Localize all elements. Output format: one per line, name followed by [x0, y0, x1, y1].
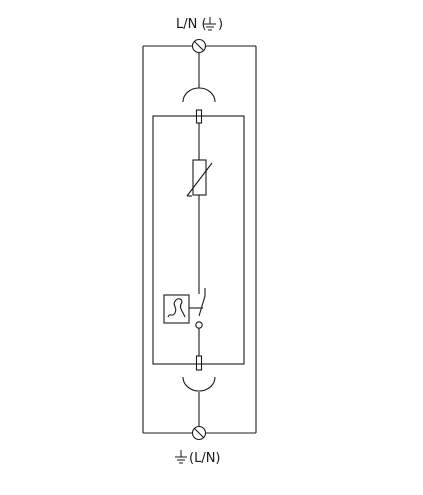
thermal-element-icon [163, 294, 190, 324]
top-label-text: L/N ( [176, 17, 207, 32]
top-ground-icon [204, 17, 216, 31]
inner-module-box [152, 115, 245, 365]
bottom-label-text: (L/N) [189, 451, 221, 466]
bottom-terminal-screw-icon [191, 425, 207, 441]
varistor-icon [186, 159, 213, 197]
thermal-disconnector-switch-icon [189, 288, 206, 329]
bottom-contact-element [195, 355, 203, 371]
top-plug-contact-icon [182, 87, 216, 103]
top-terminal-label: L/N ( ) [176, 17, 223, 32]
bottom-ground-icon [175, 450, 187, 464]
outer-enclosure [142, 45, 257, 434]
top-terminal-screw-icon [191, 38, 207, 54]
bottom-terminal-label: (L/N) [175, 450, 221, 466]
top-label-close: ) [218, 17, 223, 32]
bottom-plug-contact-icon [182, 376, 216, 392]
